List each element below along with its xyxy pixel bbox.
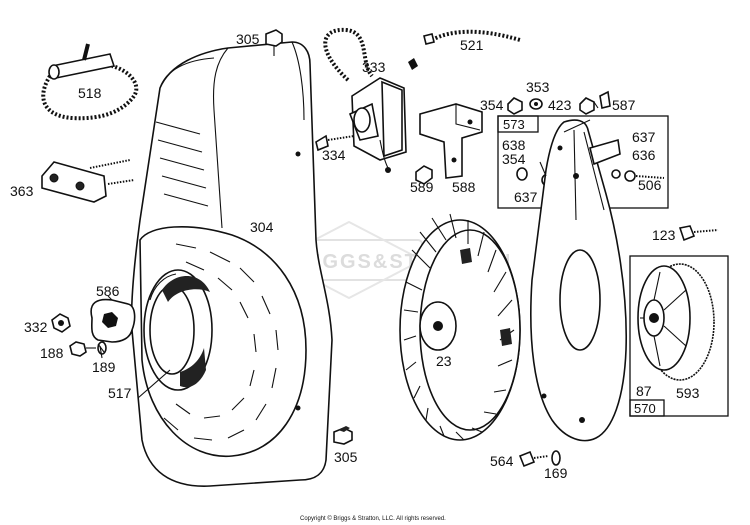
bracket-588 (419, 103, 483, 179)
copyright-text: Copyright © Briggs & Stratton, LLC. All … (300, 515, 446, 522)
spring-506 (611, 169, 665, 182)
nut-589 (415, 165, 433, 185)
nut-354-top (507, 97, 523, 115)
ignition-armature (323, 27, 418, 173)
screw-123 (678, 225, 719, 242)
starter-pulley (637, 263, 715, 381)
callout-353: 353 (526, 79, 550, 95)
starter-rope-handle (41, 43, 139, 121)
leader-lines (99, 101, 599, 399)
callout-518: 518 (78, 85, 102, 101)
washer-353 (529, 98, 543, 110)
callout-123: 123 (652, 227, 676, 243)
starter-backplate (530, 119, 628, 442)
washer-169 (551, 450, 561, 466)
callout-189: 189 (92, 359, 116, 375)
callout-587: 587 (612, 97, 636, 113)
callout-333: 333 (362, 59, 386, 75)
callout-188: 188 (40, 345, 64, 361)
callout-304: 304 (250, 219, 274, 235)
callout-521: 521 (460, 37, 484, 53)
nut-423 (579, 97, 595, 115)
callout-564: 564 (490, 453, 514, 469)
blower-housing (130, 41, 333, 487)
callout-305-bottom: 305 (334, 449, 358, 465)
bolt-305-top (265, 29, 283, 56)
callout-570: 570 (634, 401, 656, 416)
nut-332 (51, 313, 71, 333)
ground-wire (423, 29, 521, 45)
screw-564 (518, 450, 549, 468)
callout-363: 363 (10, 183, 34, 199)
callout-23: 23 (436, 353, 452, 369)
callout-169: 169 (544, 465, 568, 481)
callout-638: 638 (502, 137, 526, 153)
screw-334 (315, 134, 355, 152)
callout-423: 423 (548, 97, 572, 113)
callout-593: 593 (676, 385, 700, 401)
callout-589: 589 (410, 179, 434, 195)
washer-189 (97, 341, 107, 355)
callout-637-right: 637 (632, 129, 656, 145)
callout-334: 334 (322, 147, 346, 163)
callout-517: 517 (108, 385, 132, 401)
clip-587 (599, 90, 611, 109)
nut-188 (69, 341, 96, 357)
callout-588: 588 (452, 179, 476, 195)
detail-box-570 (629, 255, 729, 417)
callout-87: 87 (636, 383, 652, 399)
flywheel (399, 213, 521, 441)
bolt-305-bottom (333, 426, 353, 445)
callout-506: 506 (638, 177, 662, 193)
grip-block (41, 159, 135, 203)
retainer-plate (90, 298, 136, 343)
callout-586: 586 (96, 283, 120, 299)
callout-573: 573 (503, 117, 525, 132)
callout-332: 332 (24, 319, 48, 335)
callout-637-box: 637 (514, 189, 538, 205)
callout-636: 636 (632, 147, 656, 163)
callout-354-box: 354 (502, 151, 526, 167)
callout-354-top: 354 (480, 97, 504, 113)
callout-305-top: 305 (236, 31, 260, 47)
callout-labels: 305 333 521 518 353 354 423 587 573 637 … (10, 31, 700, 481)
